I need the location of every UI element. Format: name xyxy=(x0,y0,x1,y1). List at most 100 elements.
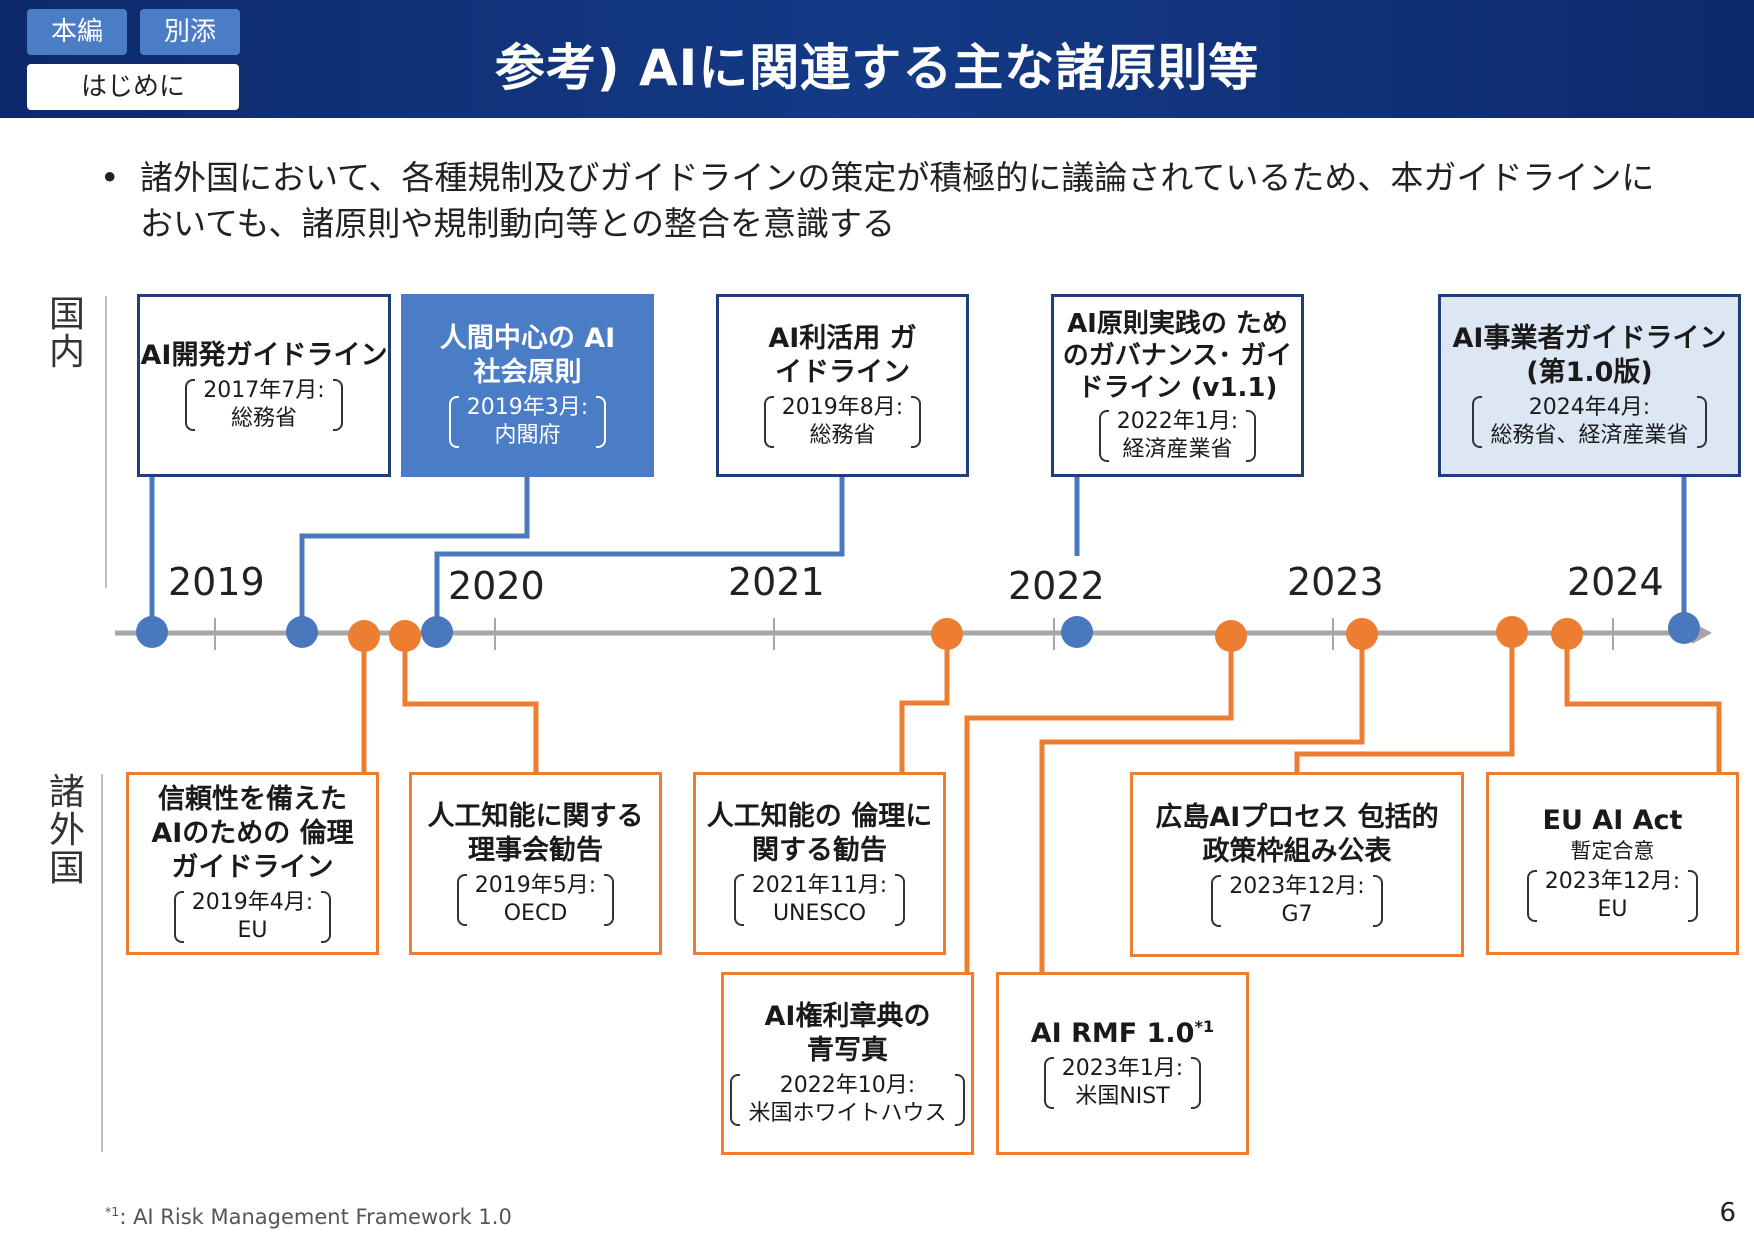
box-date: 2021年11月: xyxy=(751,872,888,898)
header-bar: 本編 別添 はじめに 参考) AIに関連する主な諸原則等 xyxy=(0,0,1754,118)
box-detail: 2021年11月: UNESCO xyxy=(733,872,906,928)
year-label-2020: 2020 xyxy=(448,564,545,608)
box-title: 人間中心の AI社会原則 xyxy=(439,322,616,388)
year-label-2024: 2024 xyxy=(1567,560,1664,604)
timeline-dot-foreign xyxy=(1551,618,1583,650)
box-org: G7 xyxy=(1281,901,1313,927)
box-detail: 2024年4月: 総務省、経済産業省 xyxy=(1472,394,1707,450)
box-detail: 2022年10月: 米国ホワイトハウス xyxy=(730,1072,965,1128)
box-org: EU xyxy=(1597,896,1628,922)
box-org: 総務省 xyxy=(230,405,297,431)
timeline-dot-domestic xyxy=(421,616,453,648)
domestic-box-governance-guideline: AI原則実践の ためのガバナンス･ ガイドライン (v1.1) 2022年1月:… xyxy=(1051,294,1304,477)
box-detail: 2023年12月: EU xyxy=(1526,868,1699,924)
box-title: EU AI Act xyxy=(1542,804,1683,836)
box-date: 2019年5月: xyxy=(474,872,597,898)
box-title: AI RMF 1.0*1 xyxy=(1031,1017,1214,1051)
box-title: 人工知能に関する 理事会勧告 xyxy=(427,800,644,866)
box-subtitle: 暫定合意 xyxy=(1570,838,1655,863)
connector-oecd xyxy=(402,633,539,774)
box-org: OECD xyxy=(503,900,568,926)
timeline-dot-foreign xyxy=(1346,618,1378,650)
tab-main[interactable]: 本編 xyxy=(27,9,127,55)
box-title: AI利活用 ガイドライン xyxy=(768,322,917,388)
timeline-dot-domestic xyxy=(136,616,168,648)
box-detail: 2023年12月: G7 xyxy=(1211,873,1384,929)
box-date: 2019年8月: xyxy=(781,394,904,420)
box-detail: 2019年8月: 総務省 xyxy=(763,394,922,450)
domestic-box-human-centric-principles: 人間中心の AI社会原則 2019年3月: 内閣府 xyxy=(401,294,654,477)
footnote: *1: AI Risk Management Framework 1.0 xyxy=(105,1205,512,1229)
connector-unesco xyxy=(899,633,950,774)
domestic-box-ai-business-guideline: AI事業者ガイドライン (第1.0版) 2024年4月: 総務省、経済産業省 xyxy=(1438,294,1741,477)
tab-introduction[interactable]: はじめに xyxy=(27,64,239,110)
timeline-dot-foreign xyxy=(348,620,380,652)
box-title: 人工知能の 倫理に関する勧告 xyxy=(706,800,933,866)
box-org: 経済産業省 xyxy=(1122,436,1233,462)
year-label-2021: 2021 xyxy=(728,560,825,604)
box-org: EU xyxy=(237,917,268,943)
box-date: 2023年12月: xyxy=(1229,873,1365,899)
connector-ai-bill-of-rights xyxy=(964,633,1234,973)
box-detail: 2022年1月: 経済産業省 xyxy=(1098,408,1257,464)
box-org: 総務省 xyxy=(809,422,876,448)
box-title-text: AI RMF 1.0 xyxy=(1030,1017,1195,1049)
domestic-box-ai-utilization-guideline: AI利活用 ガイドライン 2019年8月: 総務省 xyxy=(716,294,969,477)
year-label-2022: 2022 xyxy=(1008,564,1105,608)
box-detail: 2017年7月: 総務省 xyxy=(185,377,344,433)
box-org: 米国NIST xyxy=(1075,1083,1170,1109)
box-date: 2019年4月: xyxy=(191,889,314,915)
box-title: AI事業者ガイドライン (第1.0版) xyxy=(1452,322,1727,388)
box-detail: 2019年5月: OECD xyxy=(456,872,615,928)
footnote-text: : AI Risk Management Framework 1.0 xyxy=(119,1205,512,1229)
box-date: 2023年1月: xyxy=(1061,1055,1184,1081)
foreign-box-ai-rmf: AI RMF 1.0*1 2023年1月: 米国NIST xyxy=(996,972,1249,1155)
box-title: AI原則実践の ためのガバナンス･ ガイドライン (v1.1) xyxy=(1062,308,1293,403)
domestic-label: 国内 xyxy=(48,294,85,373)
timeline-dot-domestic xyxy=(1668,612,1700,644)
domestic-box-ai-dev-guideline: AI開発ガイドライン 2017年7月: 総務省 xyxy=(137,294,391,477)
page-title: 参考) AIに関連する主な諸原則等 xyxy=(494,39,1260,97)
box-title: AI権利章典の 青写真 xyxy=(764,1000,931,1066)
box-org: UNESCO xyxy=(772,900,867,926)
box-org: 米国ホワイトハウス xyxy=(748,1100,947,1126)
box-detail: 2019年3月: 内閣府 xyxy=(448,394,607,450)
page-number: 6 xyxy=(1719,1198,1736,1228)
timeline-dot-foreign xyxy=(389,620,421,652)
box-date: 2017年7月: xyxy=(203,377,325,403)
bullet-marker: • xyxy=(100,158,120,197)
bullet-text: 諸外国において、各種規制及びガイドラインの策定が積極的に議論されているため、本ガ… xyxy=(140,158,1655,243)
connector-eu-ai-act xyxy=(1564,633,1722,774)
foreign-box-unesco-recommendation: 人工知能の 倫理に関する勧告 2021年11月: UNESCO xyxy=(693,772,946,955)
box-date: 2022年10月: xyxy=(779,1072,916,1098)
foreign-box-oecd-recommendation: 人工知能に関する 理事会勧告 2019年5月: OECD xyxy=(409,772,662,955)
timeline-dot-domestic xyxy=(286,616,318,648)
timeline-dot-foreign xyxy=(1496,616,1528,648)
year-label-2023: 2023 xyxy=(1287,560,1384,604)
box-date: 2024年4月: xyxy=(1528,394,1651,420)
footnote-ref: *1 xyxy=(1194,1016,1215,1036)
box-title: 広島AIプロセス 包括的政策枠組み公表 xyxy=(1155,801,1439,867)
box-org: 内閣府 xyxy=(494,422,561,448)
foreign-box-eu-ethics-guideline: 信頼性を備えた AIのための 倫理ガイドライン 2019年4月: EU xyxy=(126,772,379,955)
timeline-dot-foreign xyxy=(931,618,963,650)
box-detail: 2019年4月: EU xyxy=(173,889,332,945)
foreign-label: 諸外国 xyxy=(48,772,85,889)
box-title: 信頼性を備えた AIのための 倫理ガイドライン xyxy=(151,783,354,883)
footnote-mark: *1 xyxy=(105,1204,120,1219)
connector-ai-utilization-guideline xyxy=(434,476,845,633)
connector-human-centric-principles xyxy=(299,476,530,633)
year-label-2019: 2019 xyxy=(168,560,265,604)
box-date: 2023年12月: xyxy=(1544,868,1681,894)
box-title: AI開発ガイドライン xyxy=(140,339,388,371)
connector-hiroshima-process xyxy=(1294,633,1515,774)
connector-ai-rmf xyxy=(1039,633,1365,973)
timeline-dot-domestic xyxy=(1061,616,1093,648)
box-date: 2019年3月: xyxy=(466,394,589,420)
foreign-box-hiroshima-ai-process: 広島AIプロセス 包括的政策枠組み公表 2023年12月: G7 xyxy=(1130,772,1464,957)
timeline-dot-foreign xyxy=(1215,620,1247,652)
box-detail: 2023年1月: 米国NIST xyxy=(1043,1055,1202,1111)
tab-appendix[interactable]: 別添 xyxy=(140,9,240,55)
foreign-box-eu-ai-act: EU AI Act 暫定合意 2023年12月: EU xyxy=(1486,772,1739,955)
